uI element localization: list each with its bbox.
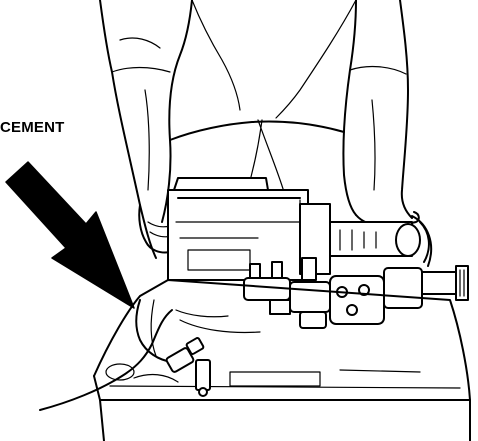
pump-cylinder <box>299 203 433 275</box>
right-arm <box>342 0 420 236</box>
valve-assembly <box>243 257 469 329</box>
base-tray <box>93 279 471 441</box>
housing-block <box>167 177 309 281</box>
callout-label: CEMENT <box>0 119 65 136</box>
torso-outline <box>169 0 357 196</box>
arrow-icon <box>5 161 135 309</box>
left-arm <box>99 0 193 259</box>
sensor-cable <box>39 299 211 411</box>
